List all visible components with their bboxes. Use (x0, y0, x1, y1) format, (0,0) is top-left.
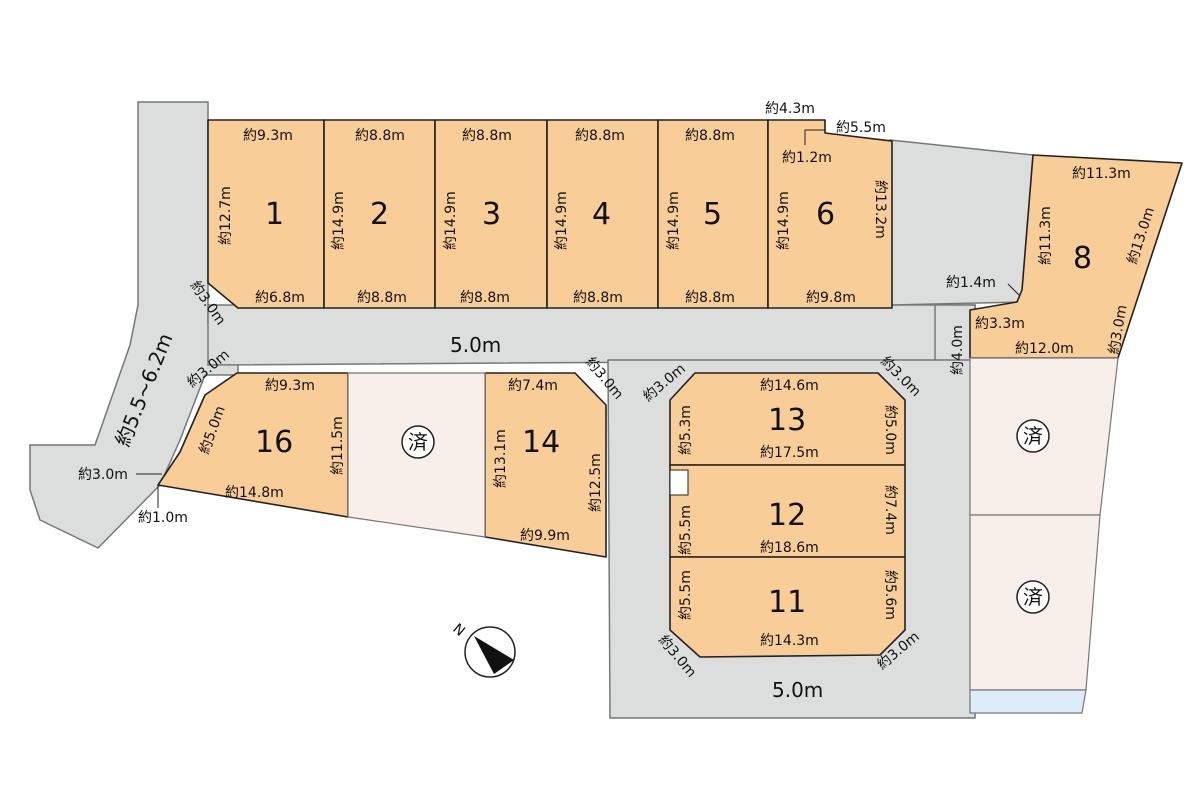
dim-label: 約14.9m (443, 191, 459, 250)
dim-label: 約13.1m (493, 429, 509, 488)
dim-label: 約7.4m (508, 378, 558, 394)
lot-number: 5 (703, 197, 722, 232)
dim-label: 約1.0m (138, 510, 188, 526)
dim-label: 約14.8m (225, 485, 284, 501)
dim-label: 約14.3m (760, 633, 819, 649)
dim-label: 約8.8m (460, 290, 510, 306)
lot-8 (969, 154, 1183, 359)
dim-label: 約8.8m (355, 128, 405, 144)
water-strip (969, 689, 1087, 714)
lot-number: 12 (768, 498, 806, 533)
dim-label: 約5.3m (678, 405, 694, 455)
dim-label: 約8.8m (573, 290, 623, 306)
dim-label: 約17.5m (760, 445, 819, 461)
dim-label: 約8.8m (462, 128, 512, 144)
dim-label: 約5.5m (836, 120, 886, 136)
dim-label: 約8.8m (685, 128, 735, 144)
dim-label: 約1.2m (782, 150, 832, 166)
dim-label: 約12.5m (588, 453, 604, 512)
dim-label: 約11.5m (330, 416, 346, 475)
dim-label: 約11.3m (1038, 206, 1054, 265)
lower-road-width-label: 5.0m (772, 678, 823, 702)
lot-number: 11 (768, 585, 806, 620)
lot-number: 1 (265, 197, 284, 232)
dim-label: 約4.0m (950, 325, 966, 375)
compass-label: N (449, 621, 467, 640)
dim-label: 約11.3m (1072, 166, 1131, 182)
dim-label: 約5.5m (678, 505, 694, 555)
lot-11 (669, 556, 906, 658)
dim-label: 約7.4m (882, 485, 898, 535)
dim-label: 約6.8m (255, 290, 305, 306)
dim-label: 約9.9m (520, 528, 570, 544)
lot-number: 4 (592, 197, 611, 232)
lot-1 (207, 119, 325, 309)
dim-label: 約9.3m (265, 378, 315, 394)
dim-label: 約5.5m (678, 570, 694, 620)
dim-label: 約4.3m (765, 101, 815, 117)
dim-label: 約14.9m (776, 191, 792, 250)
dim-label: 約3.3m (975, 316, 1025, 332)
sold-label: 済 (408, 430, 428, 454)
sold-label: 済 (1023, 585, 1043, 609)
sold-marker-circle (1016, 419, 1050, 453)
dim-label: 約8.8m (575, 128, 625, 144)
dim-label: 約5.0m (882, 405, 898, 455)
dim-label: 約5.6m (882, 570, 898, 620)
north-arrow-icon: N (449, 621, 516, 678)
sold-markers: 済 済 済 (401, 419, 1050, 614)
lots (157, 119, 1183, 658)
dim-label: 約18.6m (760, 540, 819, 556)
main-road-width-label: 5.0m (450, 333, 501, 357)
dim-label: 約13.2m (872, 180, 888, 239)
lot-12-notch (669, 469, 689, 496)
lot-numbers: 1 2 3 4 5 6 8 16 14 13 12 11 (255, 197, 1092, 620)
lot-number: 2 (370, 197, 389, 232)
dim-label: 約9.3m (243, 128, 293, 144)
lot-number: 14 (522, 425, 560, 460)
dim-label: 約8.8m (357, 290, 407, 306)
lot-number: 13 (768, 403, 806, 438)
dim-label: 約9.8m (806, 290, 856, 306)
sold-marker-circle (401, 425, 435, 459)
lot-number: 6 (816, 197, 835, 232)
dim-label: 約1.4m (946, 275, 996, 291)
lot-number: 8 (1073, 241, 1092, 276)
leader-lines (136, 120, 1021, 508)
dim-label: 約3.0m (78, 467, 128, 483)
dim-label: 約14.9m (554, 191, 570, 250)
sold-marker-circle (1016, 580, 1050, 614)
lot-number: 16 (255, 425, 293, 460)
lot-number: 3 (482, 197, 501, 232)
sold-label: 済 (1023, 424, 1043, 448)
dim-label: 約14.9m (666, 191, 682, 250)
dim-label: 約12.7m (218, 186, 234, 245)
dim-label: 約8.8m (685, 290, 735, 306)
dim-label: 約14.6m (760, 378, 819, 394)
dim-label: 約14.9m (331, 191, 347, 250)
dim-label: 約12.0m (1015, 341, 1074, 357)
